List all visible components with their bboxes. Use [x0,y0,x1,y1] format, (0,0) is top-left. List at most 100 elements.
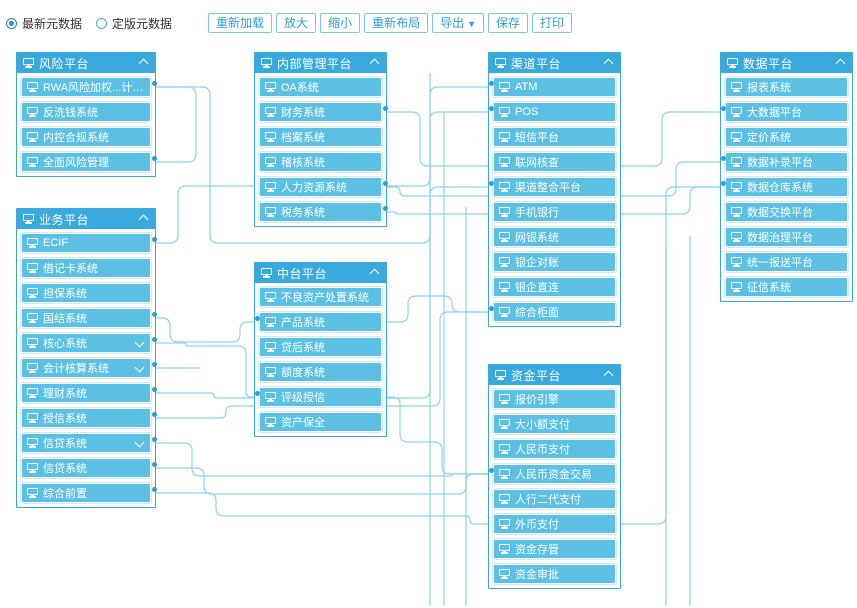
node-port[interactable] [152,337,157,342]
group-header-channel-platform[interactable]: 渠道平台 [489,53,620,73]
node-item[interactable]: 综合前置 [20,482,152,504]
node-item[interactable]: 网银系统 [492,226,617,248]
node-item[interactable]: 手机银行 [492,201,617,223]
chevron-up-icon[interactable] [604,370,614,380]
node-item[interactable]: 综合柜面 [492,301,617,323]
node-item[interactable]: 信贷系统 [20,432,152,454]
node-port[interactable] [152,387,157,392]
node-item[interactable]: 资金审批 [492,563,617,585]
diagram-canvas[interactable]: 风险平台RWA风险加权...计量系统反洗钱系统内控合规系统全面风险管理业务平台E… [0,46,857,608]
node-port[interactable] [489,106,494,111]
node-port[interactable] [489,468,494,473]
node-item[interactable]: 人力资源系统 [258,176,383,198]
group-middle-platform[interactable]: 中台平台不良资产处置系统产品系统贷后系统额度系统评级授信资产保全 [254,262,387,437]
chevron-down-icon[interactable] [135,338,145,348]
node-item[interactable]: 财务系统 [258,101,383,123]
node-item[interactable]: 全面风险管理 [20,151,152,173]
node-item[interactable]: 短信平台 [492,126,617,148]
radio-latest-metadata[interactable]: 最新元数据 [6,15,82,32]
node-item[interactable]: 内控合规系统 [20,126,152,148]
chevron-up-icon[interactable] [370,58,380,68]
chevron-up-icon[interactable] [139,214,149,224]
node-port[interactable] [152,437,157,442]
group-fund-platform[interactable]: 资金平台报价引擎大小额支付人民币支付人民币资金交易人行二代支付外币支付资金存管资… [488,364,621,589]
node-item[interactable]: 档案系统 [258,126,383,148]
node-port[interactable] [152,312,157,317]
node-item[interactable]: ATM [492,76,617,98]
node-item[interactable]: 报价引擎 [492,388,617,410]
group-channel-platform[interactable]: 渠道平台 ATM POS 短信平台联网核查渠道整合平台手机银行网银系统银企对账银企直连… [488,52,621,327]
node-item[interactable]: 渠道整合平台 [492,176,617,198]
node-item[interactable]: OA系统 [258,76,383,98]
node-item[interactable]: 定价系统 [724,126,849,148]
group-header-middle-platform[interactable]: 中台平台 [255,263,386,283]
node-item[interactable]: 资产保全 [258,411,383,433]
node-item[interactable]: 数据仓库系统 [724,176,849,198]
node-port[interactable] [255,391,260,396]
node-item[interactable]: 报表系统 [724,76,849,98]
node-item[interactable]: 数据补录平台 [724,151,849,173]
node-port[interactable] [721,106,726,111]
node-item[interactable]: 资金存管 [492,538,617,560]
radio-versioned-metadata[interactable]: 定版元数据 [96,15,172,32]
node-item[interactable]: 授信系统 [20,407,152,429]
node-item[interactable]: 核心系统 [20,332,152,354]
node-item[interactable]: 借记卡系统 [20,257,152,279]
chevron-up-icon[interactable] [370,268,380,278]
reload-button[interactable]: 重新加载 [208,13,273,33]
node-item[interactable]: POS [492,101,617,123]
node-item[interactable]: 会计核算系统 [20,357,152,379]
node-item[interactable]: 贷后系统 [258,336,383,358]
node-port[interactable] [152,487,157,492]
node-item[interactable]: 征信系统 [724,276,849,298]
node-item[interactable]: 数据治理平台 [724,226,849,248]
node-port[interactable] [721,181,726,186]
node-item[interactable]: 信贷系统 [20,457,152,479]
node-port[interactable] [152,156,157,161]
node-item[interactable]: 数据交换平台 [724,201,849,223]
node-item[interactable]: 产品系统 [258,311,383,333]
zoom-in-button[interactable]: 放大 [276,13,317,33]
node-item[interactable]: 统一报送平台 [724,251,849,273]
node-port[interactable] [383,181,388,186]
zoom-out-button[interactable]: 缩小 [320,13,361,33]
node-item[interactable]: 大小额支付 [492,413,617,435]
node-item[interactable]: 人民币资金交易 [492,463,617,485]
chevron-up-icon[interactable] [604,58,614,68]
group-header-fund-platform[interactable]: 资金平台 [489,365,620,385]
node-item[interactable]: 大数据平台 [724,101,849,123]
node-port[interactable] [489,81,494,86]
node-item[interactable]: 人民币支付 [492,438,617,460]
print-button[interactable]: 打印 [532,13,573,33]
chevron-down-icon[interactable] [135,438,145,448]
node-item[interactable]: 不良资产处置系统 [258,286,383,308]
node-port[interactable] [383,106,388,111]
node-port[interactable] [152,362,157,367]
node-port[interactable] [152,412,157,417]
relayout-button[interactable]: 重新布局 [364,13,429,33]
node-item[interactable]: 国结系统 [20,307,152,329]
node-item[interactable]: 额度系统 [258,361,383,383]
node-port[interactable] [152,237,157,242]
node-item[interactable]: 反洗钱系统 [20,101,152,123]
node-item[interactable]: 理财系统 [20,382,152,404]
node-item[interactable]: 税务系统 [258,201,383,223]
group-header-risk-platform[interactable]: 风险平台 [17,53,155,73]
node-item[interactable]: 银企对账 [492,251,617,273]
node-item[interactable]: 人行二代支付 [492,488,617,510]
node-item[interactable]: 联网核查 [492,151,617,173]
node-port[interactable] [152,462,157,467]
node-port[interactable] [721,156,726,161]
node-port[interactable] [489,306,494,311]
group-data-platform[interactable]: 数据平台报表系统大数据平台定价系统数据补录平台数据仓库系统数据交换平台数据治理平… [720,52,853,302]
group-header-data-platform[interactable]: 数据平台 [721,53,852,73]
chevron-up-icon[interactable] [836,58,846,68]
group-header-business-platform[interactable]: 业务平台 [17,209,155,229]
chevron-down-icon[interactable] [135,363,145,373]
group-header-internal-management-platform[interactable]: 内部管理平台 [255,53,386,73]
node-item[interactable]: 银企直连 [492,276,617,298]
node-port[interactable] [383,206,388,211]
